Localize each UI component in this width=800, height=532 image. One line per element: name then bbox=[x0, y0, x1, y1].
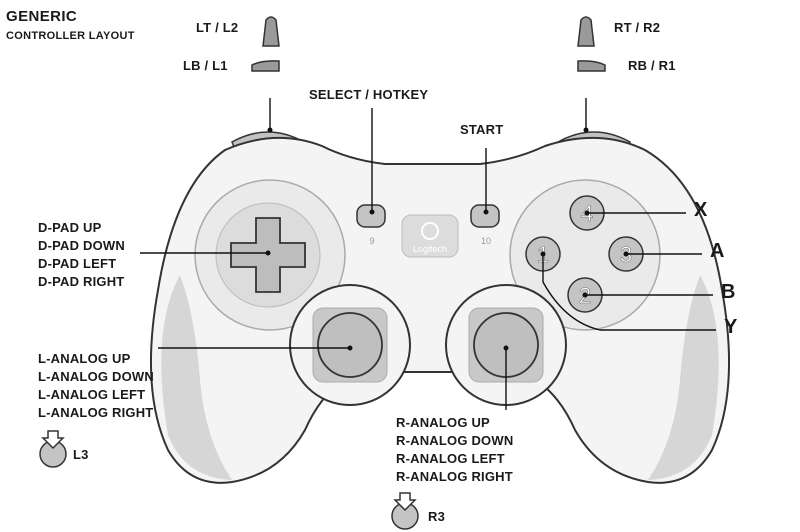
l3-label: L3 bbox=[73, 447, 89, 462]
dpad-left-label: D-PAD LEFT bbox=[38, 256, 117, 271]
select-hotkey-label: SELECT / HOTKEY bbox=[309, 87, 429, 102]
left-stick bbox=[317, 312, 383, 378]
rb-r1-label: RB / R1 bbox=[628, 58, 676, 73]
face-ring bbox=[509, 179, 661, 331]
l-analog-labels: L-ANALOG UP L-ANALOG DOWN L-ANALOG LEFT … bbox=[38, 350, 154, 422]
rt-r2-label: RT / R2 bbox=[614, 20, 661, 35]
r-analog-up-label: R-ANALOG UP bbox=[396, 415, 490, 430]
l-analog-right-label: L-ANALOG RIGHT bbox=[38, 405, 154, 420]
diagram-subtitle: CONTROLLER LAYOUT bbox=[6, 30, 135, 42]
dpad-labels: D-PAD UP D-PAD DOWN D-PAD LEFT D-PAD RIG… bbox=[38, 219, 125, 291]
start-button bbox=[470, 204, 500, 228]
face-button-2: 2 bbox=[567, 277, 603, 313]
start-label: START bbox=[460, 122, 504, 137]
l-analog-left-label: L-ANALOG LEFT bbox=[38, 387, 146, 402]
face-a-label: A bbox=[710, 240, 725, 262]
face-b-label: B bbox=[721, 281, 736, 303]
svg-text:Logitech: Logitech bbox=[413, 244, 447, 254]
face-y-label: Y bbox=[724, 316, 738, 338]
logitech-logo-icon: Logitech bbox=[401, 214, 459, 258]
lb-bumper-icon bbox=[251, 60, 280, 72]
r3-label: R3 bbox=[428, 509, 446, 524]
l-analog-up-label: L-ANALOG UP bbox=[38, 351, 131, 366]
rb-bumper-icon bbox=[577, 60, 606, 72]
dpad-down-label: D-PAD DOWN bbox=[38, 238, 125, 253]
dpad-up-label: D-PAD UP bbox=[38, 220, 102, 235]
stick-press-icon bbox=[391, 492, 419, 530]
r-analog-right-label: R-ANALOG RIGHT bbox=[396, 469, 513, 484]
right-grip-shade bbox=[648, 275, 719, 480]
face-x-label: X bbox=[694, 199, 708, 221]
diagram-title: GENERIC bbox=[6, 8, 78, 25]
button-10-label: 10 bbox=[481, 236, 491, 246]
leader-lines bbox=[140, 98, 716, 410]
stick-press-icon bbox=[39, 430, 67, 468]
r-analog-down-label: R-ANALOG DOWN bbox=[396, 433, 514, 448]
lb-l1-label: LB / L1 bbox=[183, 58, 228, 73]
lt-trigger-icon bbox=[262, 16, 280, 47]
button-9-label: 9 bbox=[369, 236, 374, 246]
leader-dots bbox=[265, 127, 629, 351]
dpad-right-label: D-PAD RIGHT bbox=[38, 274, 125, 289]
rt-trigger-icon bbox=[577, 16, 595, 47]
select-button bbox=[356, 204, 386, 228]
l-analog-down-label: L-ANALOG DOWN bbox=[38, 369, 154, 384]
lt-l2-label: LT / L2 bbox=[196, 20, 239, 35]
r-analog-labels: R-ANALOG UP R-ANALOG DOWN R-ANALOG LEFT … bbox=[396, 414, 513, 486]
left-grip-shade bbox=[161, 275, 232, 480]
r-analog-left-label: R-ANALOG LEFT bbox=[396, 451, 505, 466]
